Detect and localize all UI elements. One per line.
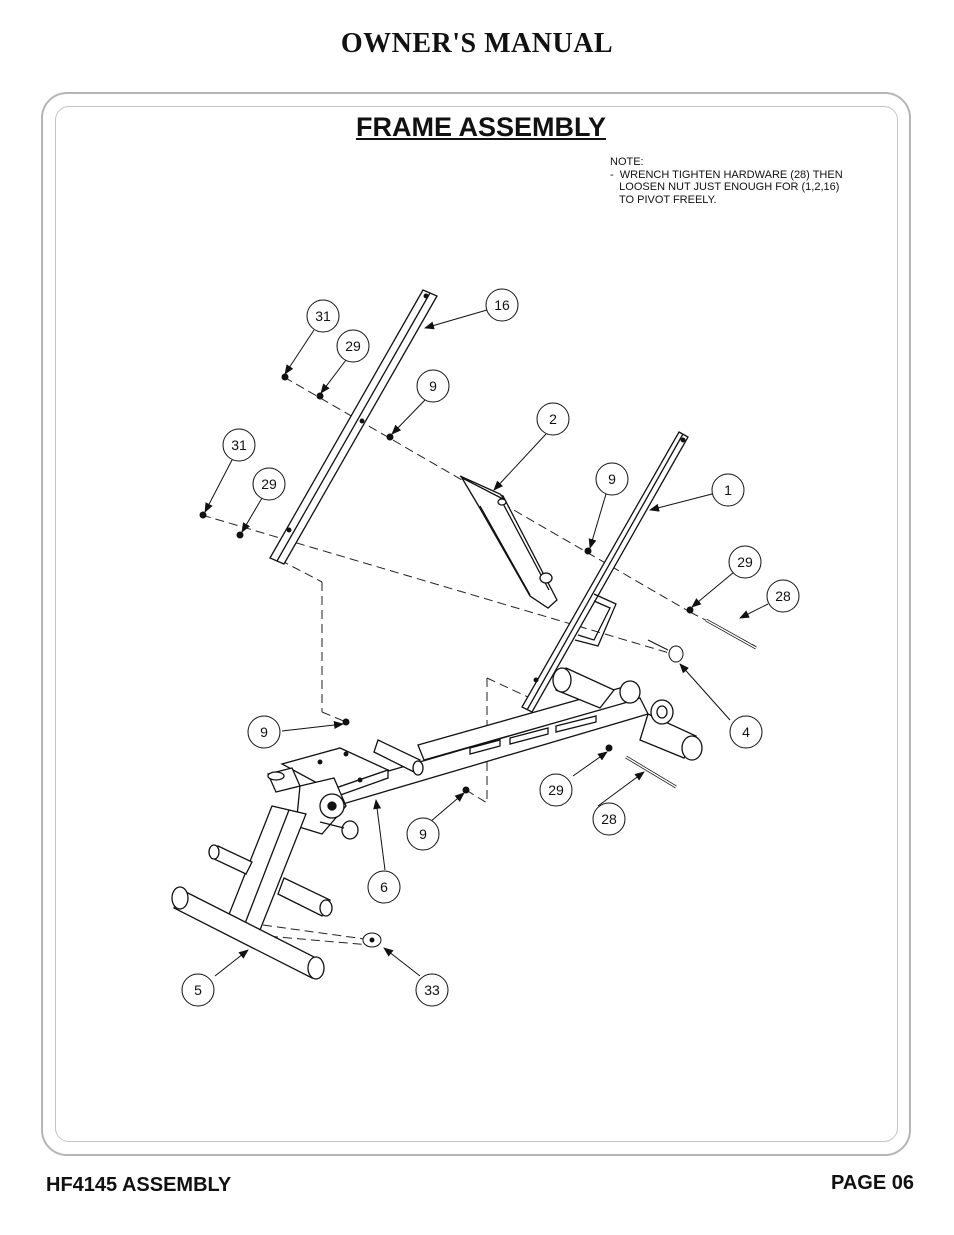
note-line: LOOSEN NUT JUST ENOUGH FOR (1,2,16) xyxy=(610,181,840,193)
callout-9: 9 xyxy=(260,724,268,740)
callout-6: 6 xyxy=(380,879,388,895)
callout-1: 1 xyxy=(724,482,732,498)
footer-page-number: PAGE 06 xyxy=(831,1172,914,1194)
note-line: - WRENCH TIGHTEN HARDWARE (28) THEN xyxy=(610,168,843,181)
part-16-rail xyxy=(269,289,438,565)
callout-28: 28 xyxy=(775,588,791,604)
page-frame-outer xyxy=(41,92,911,1156)
callout-9: 9 xyxy=(608,471,616,487)
callout-bubbles xyxy=(181,288,800,1007)
callout-28: 28 xyxy=(601,811,617,827)
part-6-main-frame xyxy=(267,687,649,840)
callout-29: 29 xyxy=(345,338,361,354)
callout-31: 31 xyxy=(315,308,331,324)
manual-header: OWNER'S MANUAL xyxy=(340,28,614,59)
part-1-rail xyxy=(521,431,689,713)
hardware xyxy=(199,373,757,948)
callout-29: 29 xyxy=(548,782,564,798)
callout-9: 9 xyxy=(419,826,427,842)
callout-33: 33 xyxy=(424,982,440,998)
handle-loop xyxy=(574,593,617,647)
note-line: NOTE: xyxy=(610,156,644,168)
callout-9: 9 xyxy=(429,378,437,394)
callout-2: 2 xyxy=(549,411,557,427)
callout-labels: 16 31 29 9 2 31 29 9 1 29 28 4 9 29 28 9… xyxy=(194,297,791,998)
footer-model: HF4145 ASSEMBLY xyxy=(46,1174,232,1196)
part-2-bracket xyxy=(459,475,558,609)
section-title: FRAME ASSEMBLY xyxy=(355,112,607,142)
callout-31: 31 xyxy=(231,437,247,453)
callout-29: 29 xyxy=(737,554,753,570)
callout-5: 5 xyxy=(194,982,202,998)
callout-29: 29 xyxy=(261,476,277,492)
note-line: TO PIVOT FREELY. xyxy=(610,193,717,206)
assembly-note: NOTE:- WRENCH TIGHTEN HARDWARE (28) THEN… xyxy=(610,156,843,206)
leader-lines xyxy=(204,309,769,977)
roller-pads xyxy=(373,667,703,776)
callout-4: 4 xyxy=(742,724,750,740)
callout-16: 16 xyxy=(494,297,510,313)
part-5-base xyxy=(171,805,333,980)
page-frame-inner xyxy=(55,106,898,1142)
